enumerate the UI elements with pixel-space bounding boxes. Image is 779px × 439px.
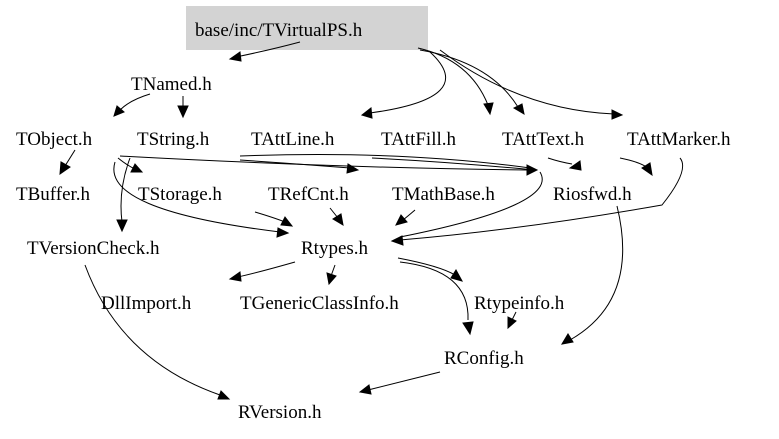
node-tnamed[interactable]: TNamed.h: [131, 74, 212, 95]
arrow-rtypes-rconfig: [462, 321, 474, 336]
node-tatttext[interactable]: TAttText.h: [502, 129, 585, 150]
node-tmathbase[interactable]: TMathBase.h: [392, 184, 495, 205]
arrow-tstring-trefcnt: [346, 163, 360, 174]
node-tgenericclassinfo[interactable]: TGenericClassInfo.h: [240, 293, 399, 314]
arrow-tobject-tbuffer: [59, 161, 71, 176]
arrow-rtypes-dllimport: [228, 271, 242, 282]
arrow-tobject-tstorage: [130, 163, 144, 173]
edge-root-tattfill: [417, 47, 489, 106]
arrow-rconfig-rversion: [358, 384, 372, 395]
node-tattfill[interactable]: TAttFill.h: [381, 129, 457, 150]
edge-tobject-rtypes: [113, 161, 281, 233]
arrow-root-tattfill: [483, 102, 494, 116]
arrow-tmathbase-rtypes: [395, 214, 408, 226]
edge-tattmarker-rtypes: [399, 157, 684, 241]
arrow-tobject-tversioncheck: [116, 219, 128, 233]
edge-root-tatttext: [419, 49, 519, 108]
edge-tobject-tbuffer: [64, 149, 76, 167]
arrow-tnamed-tstring: [177, 105, 189, 119]
arrow-root-tnamed: [228, 51, 242, 62]
edge-rtypes-rtypeinfo: [397, 257, 456, 276]
arrow-rtypes-tgenericclassinfo: [326, 272, 337, 286]
edge-tversioncheck-rversion: [84, 264, 221, 396]
arrow-riosfwd-rconfig: [561, 333, 574, 345]
edge-tattline-riosfwd: [371, 157, 536, 171]
node-trefcnt[interactable]: TRefCnt.h: [268, 184, 349, 205]
node-rtypes[interactable]: Rtypes.h: [301, 238, 369, 259]
edge-rtypes-rconfig: [399, 261, 469, 321]
node-riosfwd[interactable]: Riosfwd.h: [553, 184, 632, 205]
arrow-root-tattline: [360, 107, 373, 119]
edge-tstring-trefcnt: [239, 159, 351, 169]
edge-root-tnamed: [235, 41, 301, 58]
node-labels: base/inc/TVirtualPS.h TNamed.h TObject.h…: [16, 20, 731, 423]
node-tattmarker[interactable]: TAttMarker.h: [627, 129, 731, 150]
edge-tatt-rtypes-b: [399, 171, 543, 238]
arrow-tnamed-tobject: [113, 105, 125, 117]
arrow-root-tatttext: [512, 103, 525, 116]
arrow-rtypes-rtypeinfo: [450, 269, 464, 282]
node-rconfig[interactable]: RConfig.h: [444, 348, 524, 369]
arrow-trefcnt-rtypes: [332, 213, 344, 226]
node-root[interactable]: base/inc/TVirtualPS.h: [195, 20, 363, 41]
edge-rtypeinfo-rconfig: [511, 311, 517, 321]
dependency-edges: [59, 41, 684, 400]
arrow-tattmarker-riosfwd: [641, 162, 653, 177]
edge-tobject-riosfwd: [119, 155, 529, 171]
edge-root-tattline: [369, 51, 447, 114]
edge-riosfwd-rconfig: [569, 205, 624, 341]
node-dllimport[interactable]: DllImport.h: [101, 293, 192, 314]
edge-rconfig-rversion: [367, 371, 441, 391]
node-tstorage[interactable]: TStorage.h: [138, 184, 222, 205]
arrow-tobject-rtypes: [276, 227, 290, 238]
edge-rtypes-dllimport: [237, 261, 296, 278]
arrow-tversioncheck-rversion: [217, 390, 231, 400]
edge-tmathbase-rtypes: [402, 209, 416, 221]
arrow-root-tattmarker: [611, 109, 624, 120]
node-rversion[interactable]: RVersion.h: [238, 402, 322, 423]
arrow-tstring-rtypes-a: [280, 216, 294, 227]
node-tobject[interactable]: TObject.h: [16, 129, 93, 150]
edge-tobject-tversioncheck: [120, 157, 131, 223]
node-tversioncheck[interactable]: TVersionCheck.h: [27, 238, 160, 259]
edge-tstring-riosfwd: [239, 154, 531, 169]
edge-tstring-rtypes-a: [254, 211, 286, 223]
node-rtypeinfo[interactable]: Rtypeinfo.h: [474, 293, 565, 314]
arrow-tattmarker-rtypes: [390, 235, 404, 246]
node-tbuffer[interactable]: TBuffer.h: [16, 184, 91, 205]
edge-root-tattmarker: [439, 49, 615, 115]
node-tstring[interactable]: TString.h: [137, 129, 210, 150]
root-node-box: [186, 6, 428, 50]
arrow-tatttext-riosfwd: [568, 160, 582, 171]
arrow-rtypeinfo-rconfig: [507, 316, 517, 330]
node-tattline[interactable]: TAttLine.h: [251, 129, 335, 150]
edge-tatttext-riosfwd: [547, 157, 573, 165]
edge-tnamed-tobject: [119, 93, 151, 111]
